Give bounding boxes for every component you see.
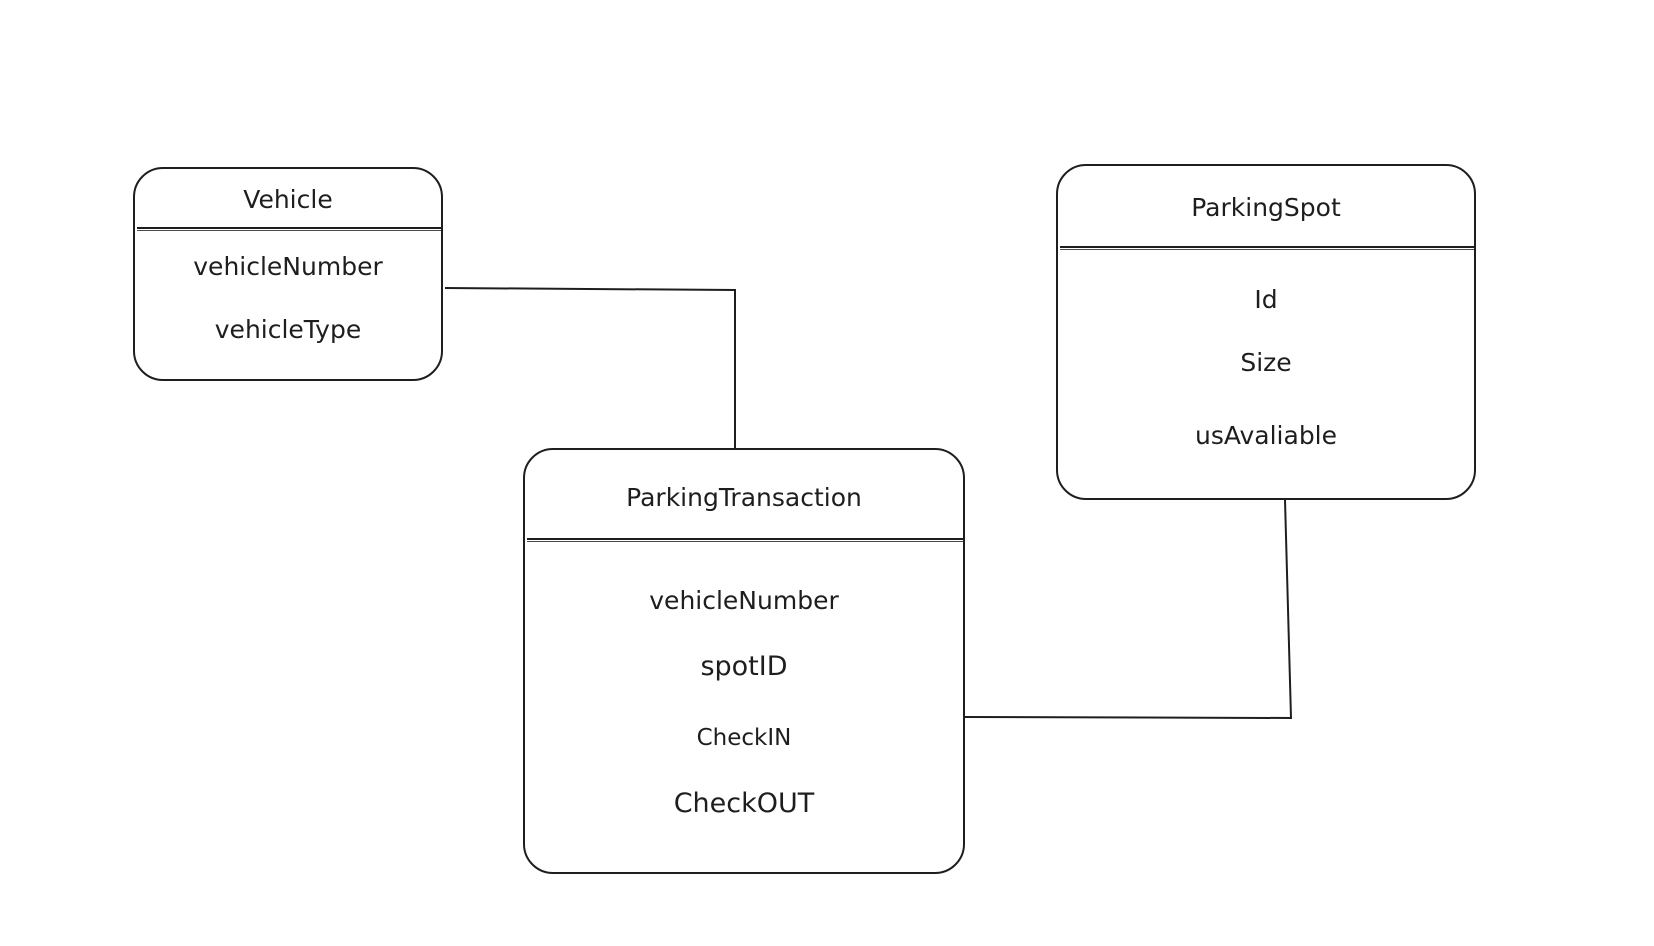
entity-divider — [137, 230, 441, 231]
entity-field: usAvaliable — [1194, 421, 1338, 450]
entity-divider — [137, 227, 441, 229]
entity-field: Id — [1254, 285, 1278, 314]
connector-spot-transaction[interactable] — [963, 499, 1293, 720]
entity-field: vehicleNumber — [649, 586, 839, 615]
entity-title: ParkingTransaction — [626, 483, 862, 512]
entity-field: vehicleNumber — [193, 252, 383, 281]
entity-divider — [1060, 249, 1474, 250]
entity-vehicle[interactable]: Vehicle vehicleNumber vehicleType — [133, 167, 443, 381]
entity-divider — [527, 541, 963, 542]
connector-vehicle-transaction[interactable] — [444, 287, 736, 448]
entity-field: vehicleType — [214, 315, 362, 344]
entity-field: spotID — [700, 651, 788, 682]
entity-title: ParkingSpot — [1191, 193, 1341, 222]
entity-parking-transaction[interactable]: ParkingTransaction vehicleNumber spotID … — [523, 448, 965, 874]
entity-parking-spot[interactable]: ParkingSpot Id Size usAvaliable — [1056, 164, 1476, 500]
entity-field: Size — [1240, 348, 1292, 377]
entity-field: CheckOUT — [673, 788, 815, 819]
entity-field: CheckIN — [696, 725, 792, 751]
entity-title: Vehicle — [243, 185, 333, 214]
entity-divider — [527, 538, 963, 540]
entity-divider — [1060, 246, 1474, 248]
